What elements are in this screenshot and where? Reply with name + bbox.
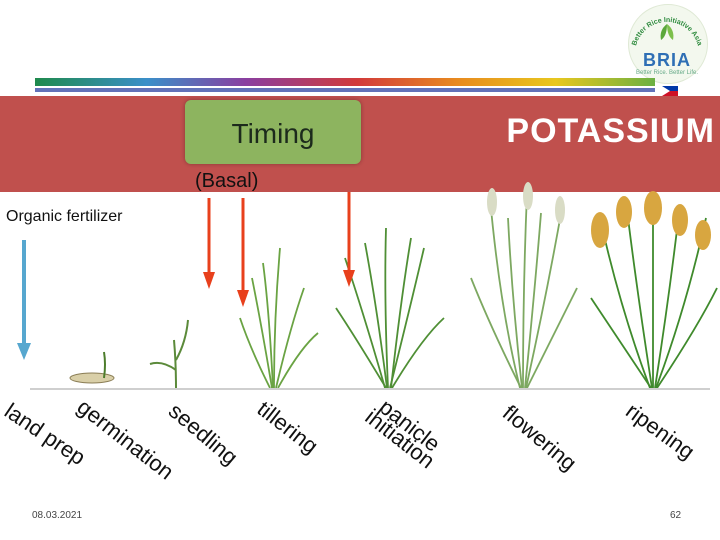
timing-arrows xyxy=(0,0,720,400)
potassium-arrow-2-icon xyxy=(237,198,249,307)
stage-germination: germination xyxy=(72,394,179,485)
stage-flowering: flowering xyxy=(497,400,581,477)
potassium-arrow-1-icon xyxy=(203,198,215,289)
footer-date: 08.03.2021 xyxy=(32,510,82,521)
page-number: 62 xyxy=(670,510,681,521)
potassium-arrow-3-icon xyxy=(343,192,355,287)
organic-arrow-icon xyxy=(17,240,31,360)
stage-seedling: seedling xyxy=(163,398,242,471)
stage-tillering: tillering xyxy=(252,396,323,459)
stage-ripening: ripening xyxy=(621,398,700,465)
